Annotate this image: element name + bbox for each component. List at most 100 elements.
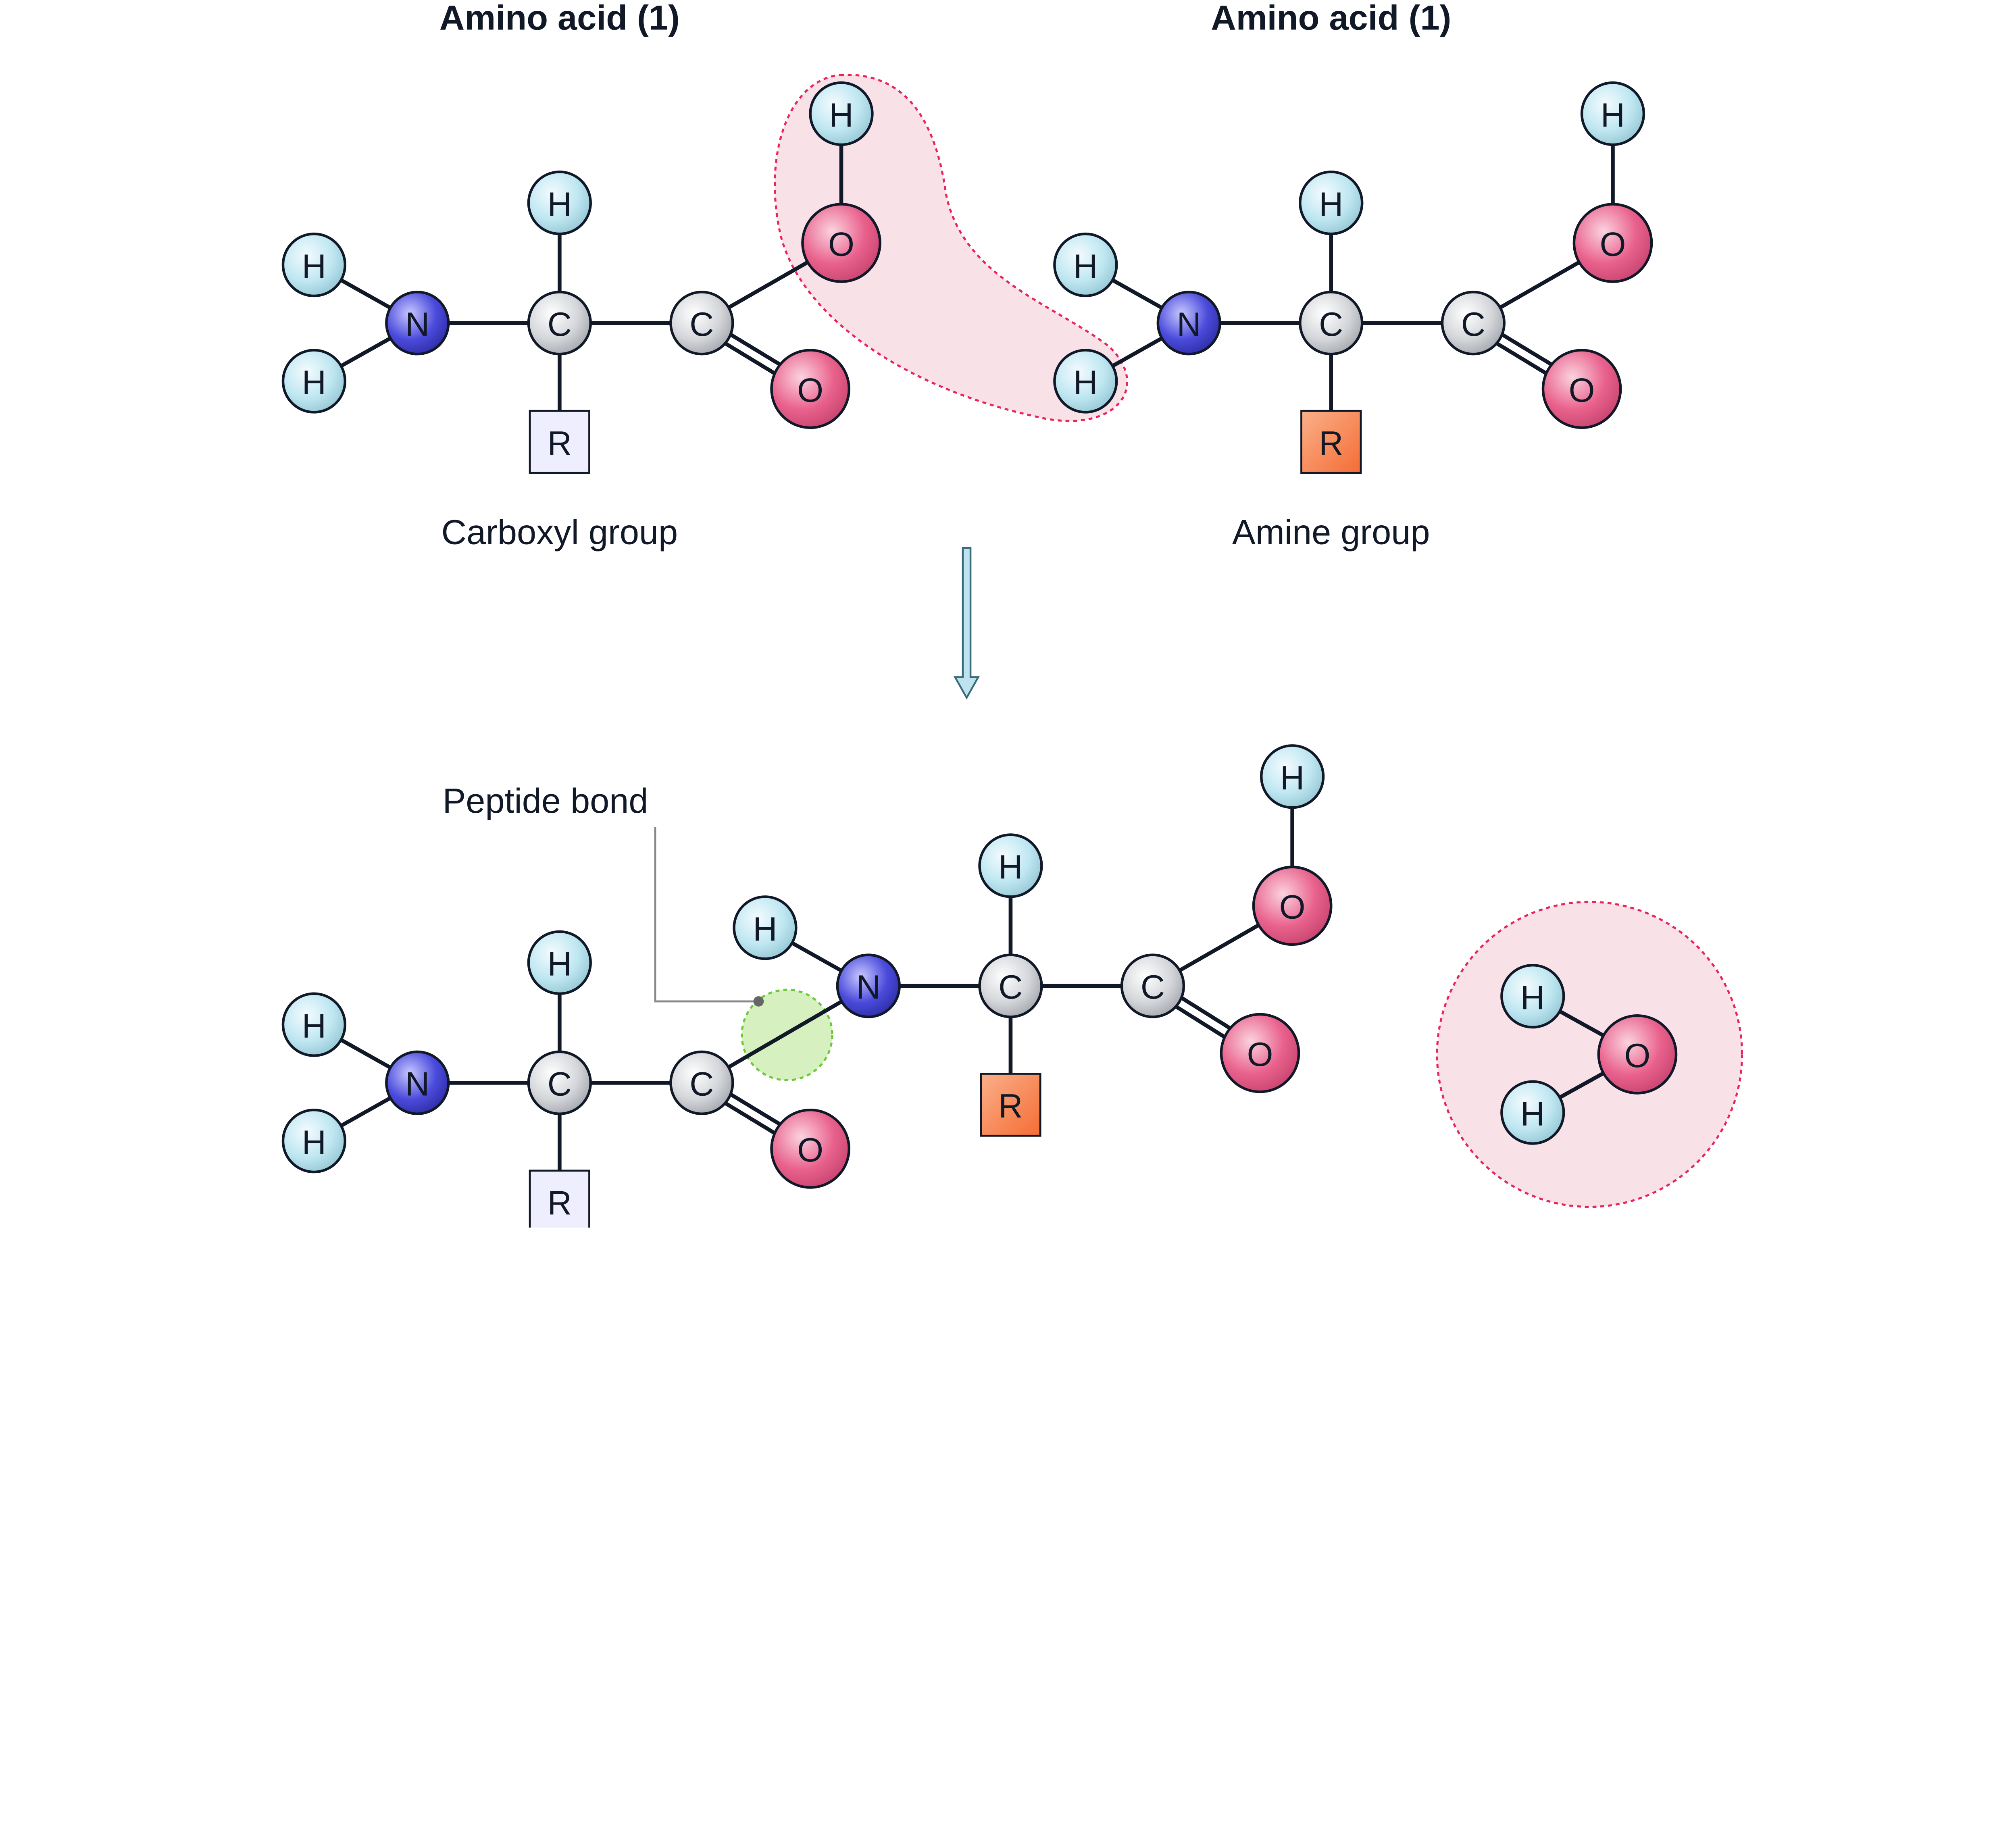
oxygen-sphere (770, 349, 850, 429)
atom-symbol: H (1280, 759, 1304, 797)
atom-symbol: H (548, 185, 572, 223)
carbon-sphere (978, 953, 1043, 1018)
atom-symbol: N (856, 968, 881, 1006)
atom-symbol: H (302, 364, 326, 401)
carbon-sphere (527, 1050, 592, 1115)
hydrogen-sphere (1580, 81, 1645, 146)
atom-symbol: H (753, 910, 777, 948)
hydrogen-sphere (1260, 744, 1325, 809)
hydrogen-sphere (733, 895, 798, 960)
hydrogen-atom: H (809, 81, 874, 146)
peptide-bond-label: Peptide bond (443, 782, 648, 820)
oxygen-atom: O (1572, 203, 1653, 283)
hydrogen-atom: H (281, 992, 346, 1057)
r-group-atom: R (529, 1170, 590, 1228)
atom-symbol: O (1279, 888, 1306, 926)
carbon-sphere (669, 291, 734, 356)
oxygen-sphere (801, 203, 881, 283)
carbon-atom: C (1120, 953, 1185, 1018)
peptide-bond-leader-line (654, 827, 759, 1003)
atom-symbol: H (1520, 979, 1545, 1016)
hydrogen-atom: H (1299, 171, 1364, 235)
r-group-atom: R (980, 1073, 1041, 1137)
nitrogen-sphere (385, 291, 450, 356)
hydrogen-sphere (1053, 232, 1118, 298)
carbon-atom: C (669, 1050, 734, 1115)
nitrogen-atom: N (836, 953, 901, 1018)
hydrogen-atom: H (527, 930, 592, 995)
carbon-sphere (669, 1050, 734, 1115)
atom-symbol: N (405, 306, 429, 343)
atom-symbol: H (1073, 364, 1098, 401)
carbon-atom: C (978, 953, 1043, 1018)
atom-symbol: H (548, 945, 572, 983)
carbon-atom: C (1299, 291, 1364, 356)
hydrogen-sphere (527, 930, 592, 995)
hydrogen-atom: H (1260, 744, 1325, 809)
nitrogen-sphere (1156, 291, 1221, 356)
nitrogen-sphere (836, 953, 901, 1018)
atom-symbol: C (1319, 306, 1343, 343)
atom-symbol: H (302, 1007, 326, 1045)
hydrogen-sphere (281, 232, 346, 298)
hydrogen-sphere (281, 992, 346, 1057)
hydrogen-sphere (1299, 171, 1364, 235)
reaction-arrow (953, 547, 980, 700)
oxygen-atom: O (770, 349, 850, 429)
nitrogen-atom: N (1156, 291, 1221, 356)
carbon-sphere (527, 291, 592, 356)
atom-symbol: C (1141, 968, 1165, 1006)
atom-symbol: O (1247, 1036, 1273, 1073)
oxygen-sphere (770, 1108, 850, 1189)
hydrogen-sphere (1053, 349, 1118, 414)
nitrogen-sphere (385, 1050, 450, 1115)
r-group-atom: R (1300, 410, 1362, 474)
title-left: Amino acid (1) (439, 0, 680, 37)
atom-symbol: H (302, 248, 326, 285)
atom-symbol: N (405, 1066, 429, 1103)
hydrogen-sphere (527, 171, 592, 235)
carboxyl-group-label: Carboxyl group (441, 513, 678, 552)
hydrogen-atom: H (978, 833, 1043, 898)
hydrogen-atom: H (1053, 349, 1118, 414)
oxygen-atom: O (1252, 866, 1333, 946)
hydrogen-sphere (281, 1108, 346, 1174)
atom-symbol: C (998, 968, 1023, 1006)
carbon-sphere (1299, 291, 1364, 356)
atom-symbol: H (1073, 248, 1098, 285)
hydrogen-sphere (978, 833, 1043, 898)
atom-symbol: H (1319, 185, 1343, 223)
atom-symbol: C (548, 306, 572, 343)
nitrogen-atom: N (385, 291, 450, 356)
amine-group-label: Amine group (1232, 513, 1430, 552)
nitrogen-atom: N (385, 1050, 450, 1115)
carbon-sphere (1441, 291, 1506, 356)
atom-symbol: C (689, 1066, 714, 1103)
oxygen-atom: O (1541, 349, 1622, 429)
hydrogen-sphere (809, 81, 874, 146)
hydrogen-atom: H (1053, 232, 1118, 298)
atom-symbol: O (1569, 371, 1595, 409)
atom-symbol: O (1624, 1037, 1650, 1074)
r-group-box (529, 1170, 590, 1228)
atom-symbol: H (998, 848, 1023, 886)
hydrogen-sphere (1500, 1080, 1565, 1145)
atom-symbol: O (797, 1131, 823, 1169)
carbon-atom: C (669, 291, 734, 356)
oxygen-sphere (1572, 203, 1653, 283)
hydrogen-atom: H (281, 349, 346, 414)
atom-symbol: H (829, 96, 853, 134)
oxygen-atom: O (1220, 1013, 1300, 1093)
hydrogen-atom: H (281, 232, 346, 298)
carbon-atom: C (527, 291, 592, 356)
hydrogen-atom: H (1500, 964, 1565, 1029)
atom-symbol: H (1601, 96, 1625, 134)
oxygen-sphere (1597, 1014, 1678, 1095)
carbon-atom: C (1441, 291, 1506, 356)
atom-symbol: H (302, 1124, 326, 1161)
atom-symbol: O (1600, 225, 1626, 263)
carbon-atom: C (527, 1050, 592, 1115)
r-group-box (980, 1073, 1041, 1137)
